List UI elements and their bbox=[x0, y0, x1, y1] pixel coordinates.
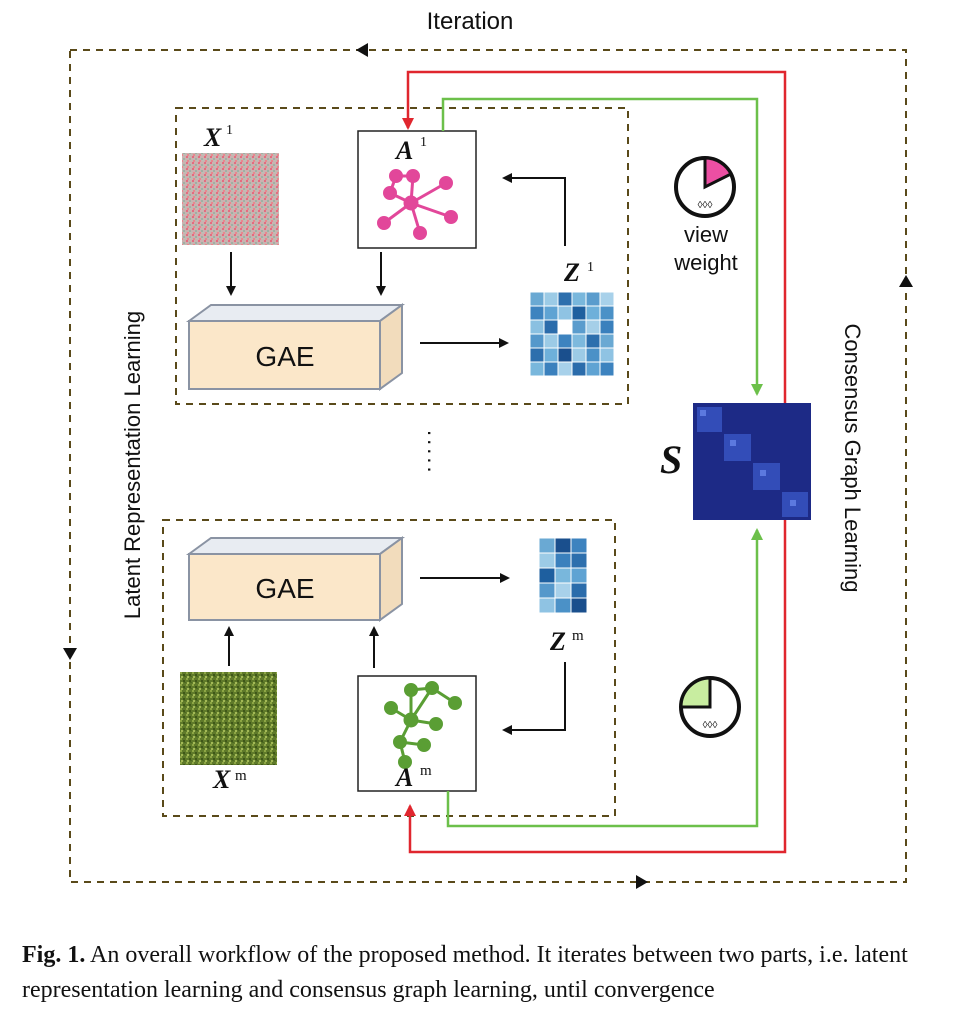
gae-encoder-1: GAE bbox=[185, 303, 406, 391]
workflow-diagram: Iteration Latent Representation Learning… bbox=[63, 8, 913, 889]
figure-caption: Fig. 1. An overall workflow of the propo… bbox=[22, 938, 962, 1008]
zm-embedding-heatmap bbox=[538, 537, 588, 614]
loop-arrow-bottom bbox=[636, 875, 648, 889]
view-weight-label-line1: view bbox=[684, 222, 728, 247]
view-weight-pie-1: ◊◊◊ bbox=[674, 156, 736, 218]
svg-text:◊◊◊: ◊◊◊ bbox=[703, 720, 718, 731]
xm-feature-image bbox=[180, 672, 277, 765]
caption-fig-label: Fig. 1. bbox=[22, 942, 86, 968]
x1-label: X bbox=[203, 123, 222, 152]
consensus-graph-label: Consensus Graph Learning bbox=[840, 323, 865, 592]
a1-label: A bbox=[394, 136, 413, 165]
z1-sup: 1 bbox=[587, 260, 594, 275]
view-ellipsis: ..... bbox=[423, 430, 448, 476]
x1-sup: 1 bbox=[226, 123, 233, 138]
am-label: A bbox=[394, 763, 413, 792]
z1-label: Z bbox=[563, 258, 580, 287]
caption-text: An overall workflow of the proposed meth… bbox=[22, 942, 908, 1003]
consensus-feedback-red bbox=[402, 70, 787, 854]
loop-arrow-right bbox=[899, 275, 913, 287]
svg-text:◊◊◊: ◊◊◊ bbox=[698, 200, 713, 211]
view-weight-label-line2: weight bbox=[673, 250, 738, 275]
am-graph-icon bbox=[384, 681, 462, 769]
view-weight-pie-m: ◊◊◊ bbox=[679, 676, 741, 738]
latent-representation-label: Latent Representation Learning bbox=[120, 311, 145, 619]
consensus-graph-s bbox=[693, 403, 811, 520]
am-graph-box bbox=[357, 675, 477, 792]
a1-sup: 1 bbox=[420, 135, 427, 150]
view-m-panel: GAE Z m X m bbox=[162, 519, 616, 817]
loop-arrow-top bbox=[356, 43, 368, 57]
xm-sup: m bbox=[235, 768, 247, 784]
iteration-loop bbox=[63, 43, 913, 889]
zm-sup: m bbox=[572, 628, 584, 644]
xm-label: X bbox=[212, 765, 231, 794]
iteration-label: Iteration bbox=[427, 8, 514, 35]
gae-m-label: GAE bbox=[255, 573, 314, 604]
s-label: S bbox=[660, 437, 682, 482]
x1-feature-image bbox=[182, 153, 279, 245]
zm-label: Z bbox=[549, 627, 566, 656]
gae-1-label: GAE bbox=[255, 341, 314, 372]
view-graph-green bbox=[441, 97, 763, 828]
loop-arrow-left bbox=[63, 648, 77, 660]
am-sup: m bbox=[420, 763, 432, 779]
gae-encoder-m: GAE bbox=[185, 536, 406, 622]
a1-graph-icon bbox=[377, 169, 458, 240]
view-1-panel: X 1 A 1 bbox=[175, 107, 629, 405]
z1-embedding-heatmap bbox=[529, 291, 615, 377]
